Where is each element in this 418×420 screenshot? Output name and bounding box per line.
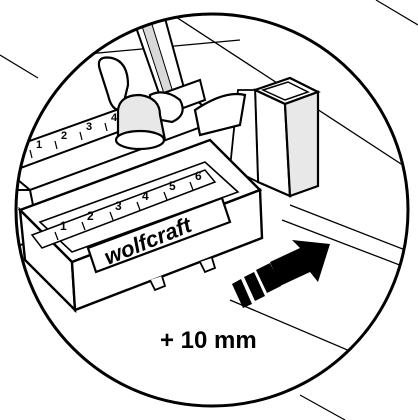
push-arrow-icon <box>232 240 330 308</box>
stop-block-icon <box>193 76 321 198</box>
back-tick-3: 3 <box>86 121 92 133</box>
front-tick-1: 1 <box>60 219 67 233</box>
front-tick-3: 3 <box>115 199 122 213</box>
front-tick-2: 2 <box>87 209 94 223</box>
back-tick-1: 1 <box>36 139 42 151</box>
magnifier-ring <box>14 12 410 408</box>
back-tick-4: 4 <box>111 112 118 124</box>
measurement-label: + 10 mm <box>160 327 257 354</box>
wing-nut-icon <box>97 56 184 151</box>
front-tick-6: 6 <box>195 169 202 183</box>
front-tick-5: 5 <box>169 179 176 193</box>
back-tick-2: 2 <box>61 130 67 142</box>
front-tick-4: 4 <box>142 189 149 203</box>
front-scale: 1 2 3 4 5 6 <box>30 169 217 249</box>
